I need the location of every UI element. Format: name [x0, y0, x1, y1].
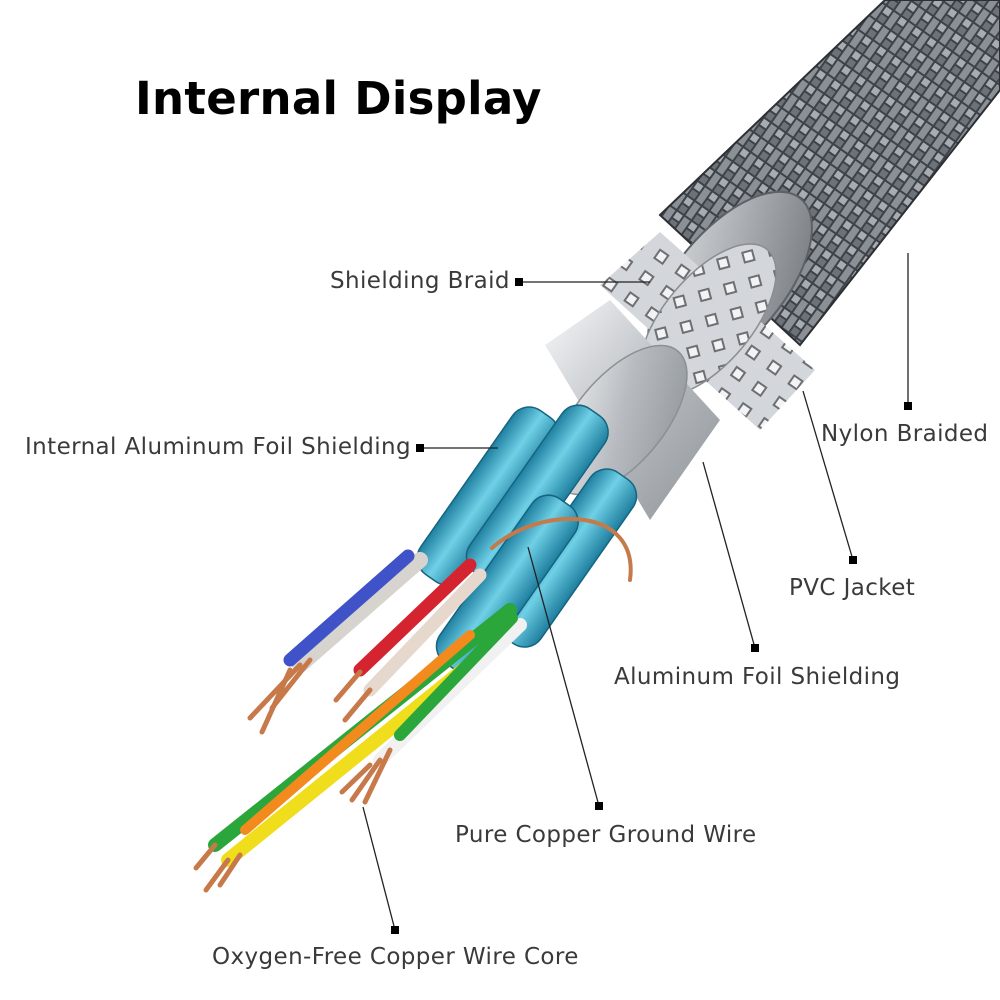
insulated-wires — [208, 549, 527, 867]
label-pvc-jacket: PVC Jacket — [789, 575, 916, 601]
label-pure-copper-ground-wire: Pure Copper Ground Wire — [455, 822, 757, 848]
ground-wire-loop — [490, 516, 633, 582]
label-aluminum-foil-shielding: Aluminum Foil Shielding — [614, 664, 901, 690]
label-oxygen-free-copper-wire-core: Oxygen-Free Copper Wire Core — [212, 944, 579, 970]
label-internal-aluminum-foil-shielding: Internal Aluminum Foil Shielding — [25, 434, 411, 460]
page-title: Internal Display — [135, 72, 542, 125]
leader-markers — [391, 278, 912, 934]
copper-conductor-ends — [193, 657, 393, 893]
label-nylon-braided: Nylon Braided — [821, 421, 989, 447]
label-shielding-braid: Shielding Braid — [330, 268, 510, 294]
leader-lines — [362, 253, 909, 931]
